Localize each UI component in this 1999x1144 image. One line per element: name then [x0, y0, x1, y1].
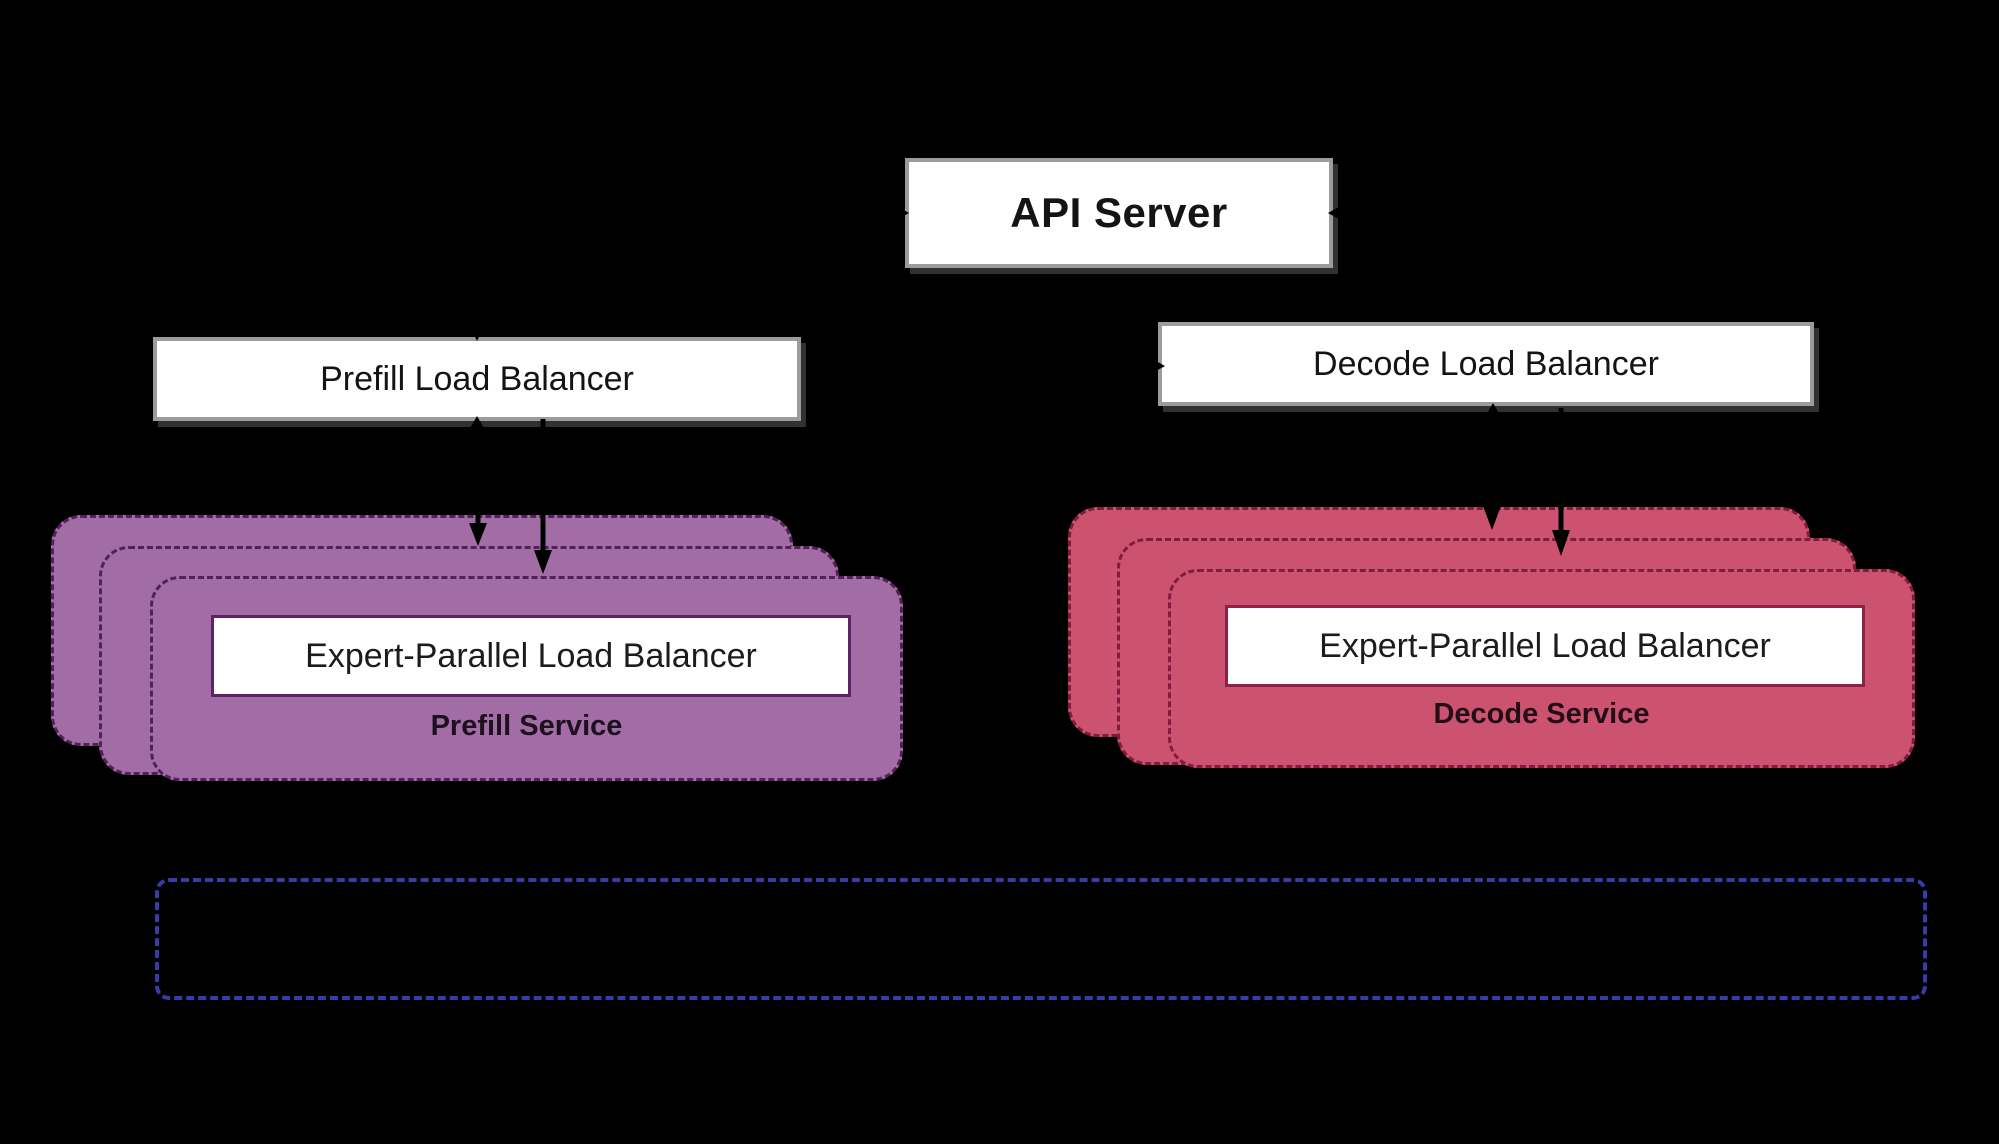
dashed-boundary-box: [155, 878, 1927, 1000]
decode-service-card-front: Expert-Parallel Load Balancer Decode Ser…: [1168, 569, 1915, 768]
prefill-load-balancer-node: Prefill Load Balancer: [153, 337, 801, 421]
decode-service-label: Decode Service: [1433, 698, 1650, 730]
prefill-expert-parallel-lb-label: Expert-Parallel Load Balancer: [305, 636, 757, 675]
prefill-service-label: Prefill Service: [430, 710, 623, 742]
prefill-service-card-front: Expert-Parallel Load Balancer Prefill Se…: [150, 576, 903, 781]
api-server-label: API Server: [1010, 189, 1228, 236]
prefill-load-balancer-label: Prefill Load Balancer: [320, 359, 634, 398]
decode-expert-parallel-lb-label: Expert-Parallel Load Balancer: [1319, 626, 1771, 665]
prefill-expert-parallel-lb-box: Expert-Parallel Load Balancer: [211, 615, 851, 697]
decode-expert-parallel-lb-box: Expert-Parallel Load Balancer: [1225, 605, 1865, 687]
api-server-node: API Server: [905, 158, 1333, 268]
decode-load-balancer-label: Decode Load Balancer: [1313, 344, 1659, 383]
decode-load-balancer-node: Decode Load Balancer: [1158, 322, 1814, 406]
